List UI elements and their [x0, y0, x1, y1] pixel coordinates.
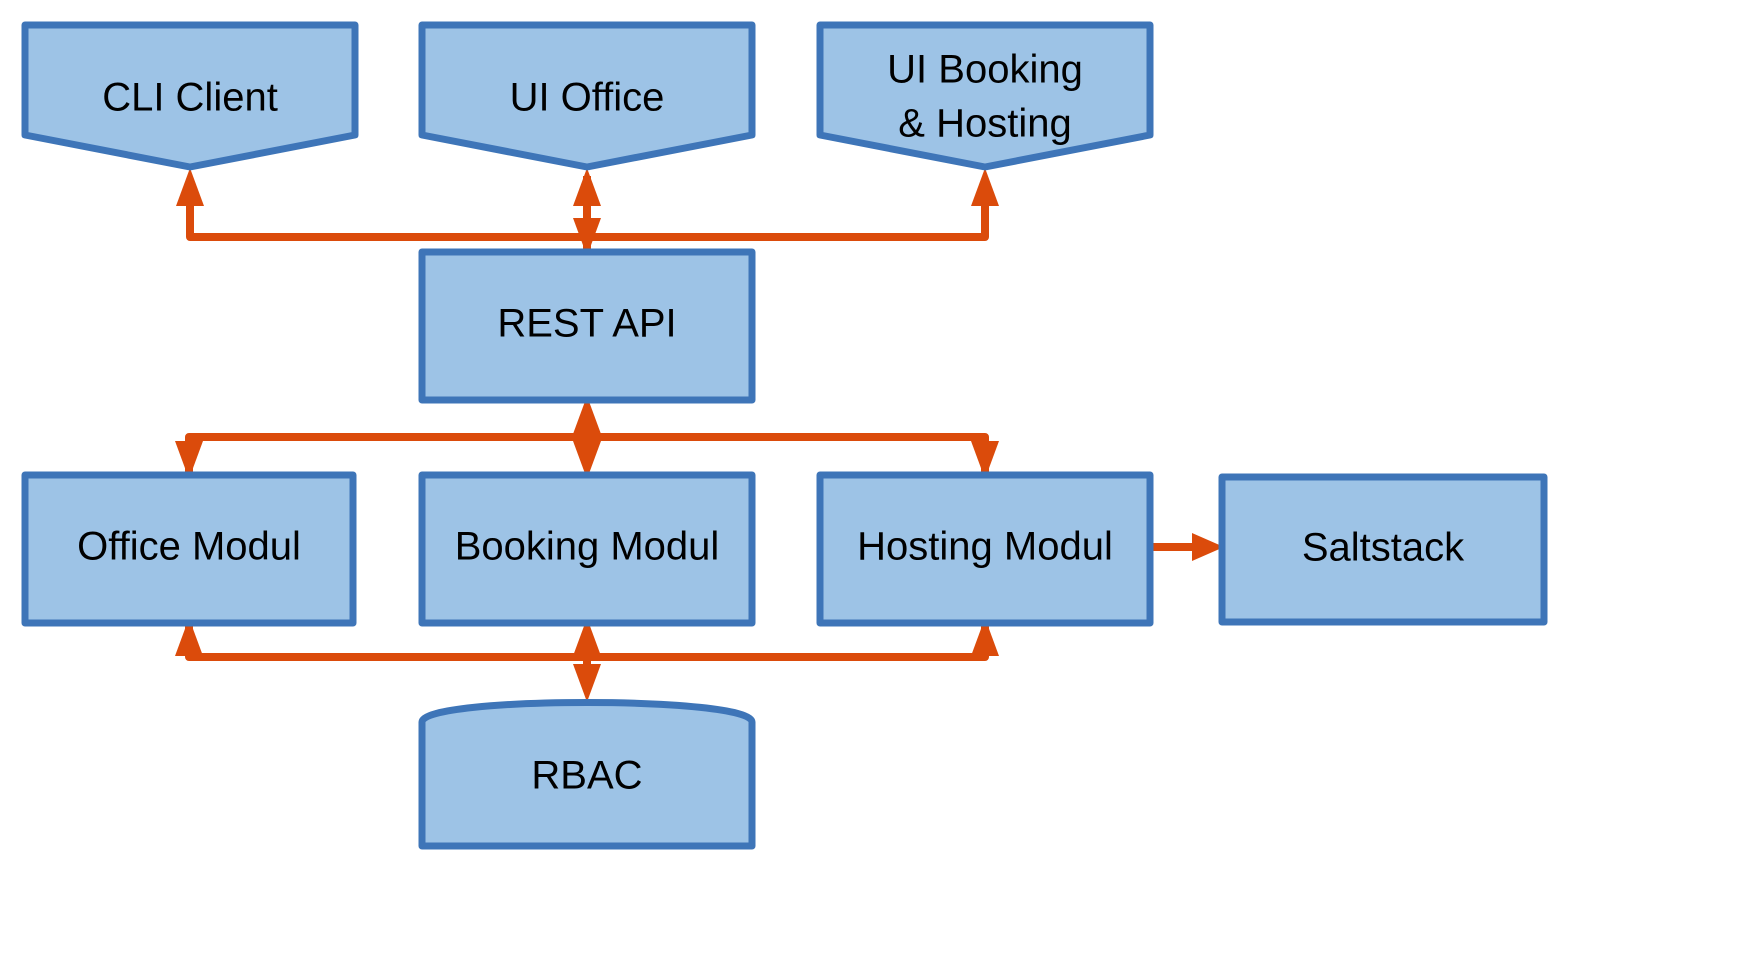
edge-rbac-to-modules-bus[interactable]: [175, 618, 999, 702]
node-booking-modul[interactable]: Booking Modul: [418, 471, 756, 627]
rbac-label: RBAC: [531, 754, 642, 798]
hosting-modul-label: Hosting Modul: [857, 525, 1113, 569]
office-modul-shape: [21, 471, 357, 627]
arrowhead-up-hosting-modul: [971, 618, 999, 656]
booking-modul-label: Booking Modul: [455, 525, 720, 569]
node-office-modul[interactable]: Office Modul: [21, 471, 357, 627]
booking-modul-shape: [418, 471, 756, 627]
arrowhead-up-office-modul: [175, 618, 203, 656]
cli-client-label: CLI Client: [102, 76, 278, 120]
office-modul-label: Office Modul: [77, 525, 301, 569]
node-saltstack[interactable]: Saltstack: [1218, 473, 1548, 626]
saltstack-shape: [1218, 473, 1548, 626]
ui-office-label: UI Office: [510, 76, 665, 120]
node-rbac[interactable]: RBAC: [418, 699, 756, 850]
arrowhead-up-booking-modul: [573, 618, 601, 656]
saltstack-label: Saltstack: [1302, 526, 1465, 570]
arrowhead-down-hosting-modul: [971, 441, 999, 479]
ui-booking-hosting-label-line1: UI Booking: [887, 48, 1083, 92]
node-cli-client[interactable]: CLI Client: [21, 21, 359, 171]
edge-modules-to-api-bus[interactable]: [175, 396, 999, 479]
cli-client-shape: [21, 21, 359, 171]
arrowhead-down-office-modul: [175, 441, 203, 479]
arrowhead-up-ui-booking-hosting: [971, 168, 999, 206]
node-ui-office[interactable]: UI Office: [418, 21, 756, 171]
arrowhead-down-rbac: [573, 664, 601, 702]
ui-office-shape: [418, 21, 756, 171]
edge-hosting-to-saltstack[interactable]: [1152, 533, 1224, 561]
edge-api-to-clients-bus[interactable]: [176, 168, 999, 264]
arrowhead-right-saltstack: [1192, 533, 1224, 561]
arrowhead-up-ui-office: [573, 168, 601, 206]
rbac-shape: [418, 699, 756, 850]
ui-booking-hosting-shape: [816, 21, 1154, 171]
connector-layer: [175, 168, 1224, 702]
node-rest-api[interactable]: REST API: [418, 248, 756, 404]
arrowhead-down-booking-modul: [573, 441, 601, 479]
rest-api-shape: [418, 248, 756, 404]
ui-booking-hosting-label-line2: & Hosting: [898, 102, 1071, 146]
arrowhead-up-rest-api: [573, 396, 601, 434]
arrowhead-up-cli-client: [176, 168, 204, 206]
node-hosting-modul[interactable]: Hosting Modul: [816, 471, 1154, 627]
node-ui-booking-hosting[interactable]: UI Booking & Hosting: [816, 21, 1154, 171]
arrowhead-down-rest-api: [573, 218, 601, 256]
hosting-modul-shape: [816, 471, 1154, 627]
node-layer: CLI Client UI Office UI Booking & Hostin…: [21, 21, 1548, 850]
rest-api-label: REST API: [497, 302, 676, 346]
